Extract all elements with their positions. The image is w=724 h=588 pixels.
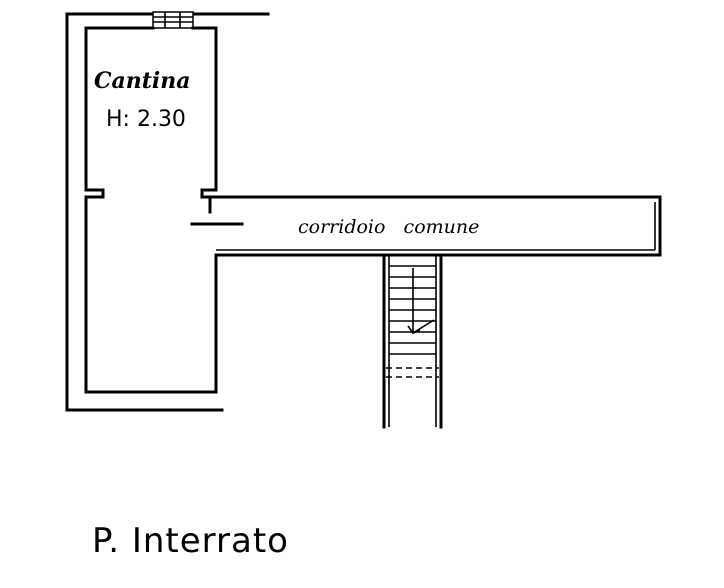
corridor — [214, 195, 662, 257]
cantina-height-label: H: 2.30 — [106, 107, 186, 132]
stair-direction-arrow — [407, 268, 435, 335]
cantina-inner-wall — [84, 26, 218, 394]
staircase — [382, 253, 443, 429]
cantina-label: Cantina — [94, 68, 191, 94]
door — [190, 198, 244, 226]
outer-wall — [65, 12, 270, 412]
stair-cut-line — [386, 367, 439, 378]
floor-level-label: P. Interrato — [92, 521, 289, 561]
corridor-label: corridoio comune — [298, 216, 479, 238]
window — [152, 11, 194, 29]
